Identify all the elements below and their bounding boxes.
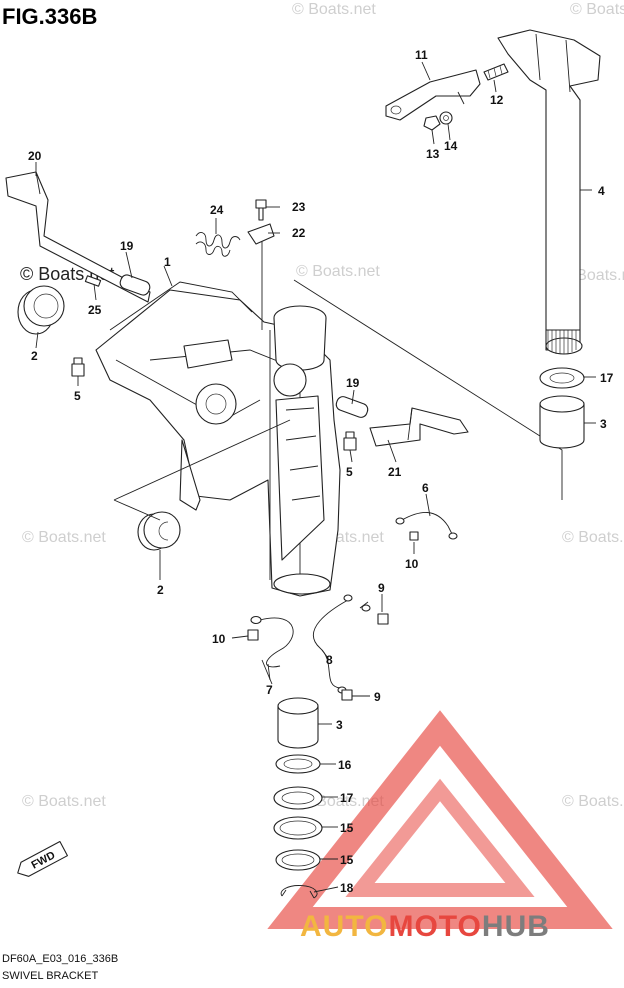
callout-23: 23: [292, 200, 306, 214]
callout-leaders: [35, 61, 596, 893]
leader-3-upper: [293, 279, 563, 500]
callout-18: 18: [340, 881, 354, 895]
watermark: © Boats.net: [296, 263, 380, 280]
part-21-lever: [369, 407, 469, 447]
watermark: © Boats.net: [562, 529, 624, 546]
part-1-swivel-bracket: [95, 281, 341, 597]
leader-1: [163, 265, 173, 287]
figure-title: FIG.336B: [2, 4, 97, 29]
callout-10: 10: [212, 632, 226, 646]
callout-22: 22: [292, 226, 306, 240]
callout-2: 2: [31, 349, 38, 363]
part-2-bushing-lower: [137, 511, 181, 551]
callout-12: 12: [490, 93, 504, 107]
logo-text: AUTOMOTOHUB: [300, 910, 550, 943]
callout-labels: 1 2 2 3 3 4 5 5 6 7 8 9 9 10 10 11 12 13…: [28, 48, 614, 895]
part-11-stopper: [385, 69, 481, 121]
callout-7: 7: [266, 683, 273, 697]
part-3-bushing-lower: [277, 697, 319, 749]
part-22-clip: [247, 223, 275, 245]
callout-21: 21: [388, 465, 402, 479]
watermark: © Boats.net: [292, 1, 376, 18]
part-7-ground-wire: [250, 615, 294, 685]
part-10-bolt: [409, 531, 419, 541]
callout-2: 2: [157, 583, 164, 597]
callout-14: 14: [444, 139, 458, 153]
callout-19: 19: [346, 376, 360, 390]
callout-5: 5: [74, 389, 81, 403]
part-8-ground-wire: [313, 594, 371, 694]
watermark: © Boats.net: [570, 1, 624, 18]
part-15-shim-lower: [275, 849, 321, 871]
callout-19: 19: [120, 239, 134, 253]
part-14-washer: [439, 111, 453, 125]
diagram-caption: SWIVEL BRACKET: [2, 970, 98, 982]
part-19-pin-lower: [335, 396, 369, 418]
part-6-ground-wire: [395, 512, 458, 540]
part-24-spring: [195, 232, 241, 257]
callout-8: 8: [326, 653, 333, 667]
fwd-direction-badge: FWD: [17, 840, 68, 877]
callout-3: 3: [600, 417, 607, 431]
part-23-bolt: [255, 199, 267, 221]
callout-1: 1: [164, 255, 171, 269]
callout-24: 24: [210, 203, 224, 217]
part-25-pin: [84, 275, 102, 287]
part-12-bolt: [483, 63, 509, 81]
part-10-bolt-lower: [247, 629, 259, 641]
callout-9: 9: [374, 690, 381, 704]
logo-hub: HUB: [482, 910, 550, 943]
callout-9: 9: [378, 581, 385, 595]
part-16-washer: [275, 754, 321, 774]
part-5-grease-fitting-lower: [343, 431, 357, 451]
part-17-washer-upper: [539, 367, 585, 389]
callout-11: 11: [415, 48, 428, 62]
callout-5: 5: [346, 465, 353, 479]
watermark: © Boats.net: [562, 793, 624, 810]
watermark: © Boats.net: [22, 793, 106, 810]
leader-2-lower: [113, 499, 161, 521]
callout-4: 4: [598, 184, 605, 198]
logo-auto: AUTO: [300, 910, 388, 943]
logo-moto: MOTO: [388, 910, 481, 943]
callout-17: 17: [340, 791, 354, 805]
automotohub-logo: AUTOMOTOHUB: [267, 710, 613, 943]
part-9-bolt: [377, 613, 389, 625]
callout-6: 6: [422, 481, 429, 495]
part-3-bushing-upper: [539, 395, 585, 449]
part-20-handle: [5, 171, 151, 303]
callout-3: 3: [336, 718, 343, 732]
part-13-nut: [423, 115, 441, 131]
part-18-circlip: [280, 885, 318, 899]
leader-bracket-2: [113, 419, 291, 501]
callout-16: 16: [338, 758, 352, 772]
callout-15: 15: [340, 821, 354, 835]
part-19-pin-upper: [119, 274, 151, 296]
part-4-steering-shaft: [497, 29, 601, 355]
callout-15: 15: [340, 853, 354, 867]
logo-inner-triangle-icon: [345, 778, 535, 897]
part-17-washer-lower: [273, 786, 323, 810]
callout-10: 10: [405, 557, 419, 571]
part-15-shim-upper: [273, 816, 323, 840]
callout-13: 13: [426, 147, 440, 161]
callout-20: 20: [28, 149, 42, 163]
part-5-grease-fitting: [71, 357, 85, 377]
part-2-bushing-upper: [17, 285, 65, 335]
logo-triangle-icon: [267, 710, 613, 929]
callout-25: 25: [88, 303, 102, 317]
callout-17: 17: [600, 371, 614, 385]
part-9-bolt-lower: [341, 689, 353, 701]
watermark: © Boats.net: [22, 529, 106, 546]
diagram-code: DF60A_E03_016_336B: [2, 953, 118, 965]
